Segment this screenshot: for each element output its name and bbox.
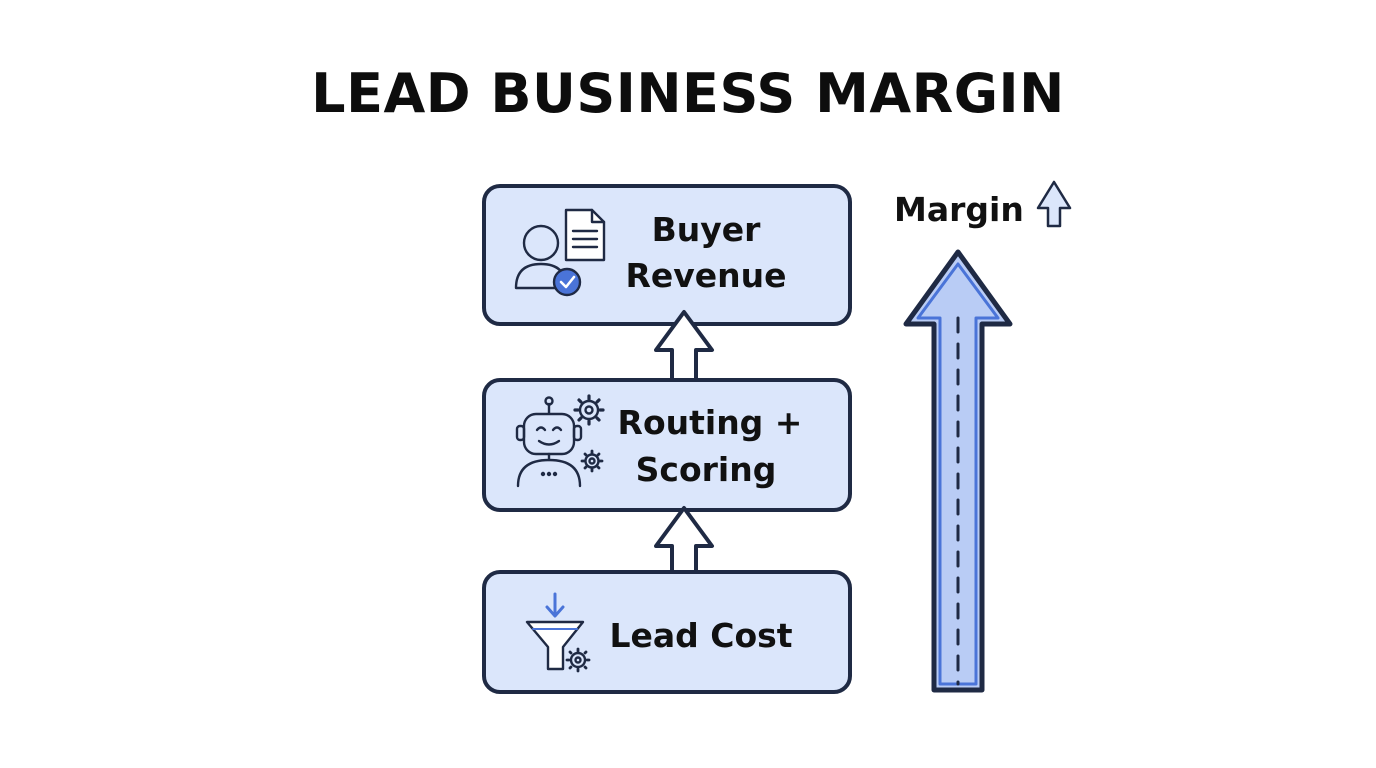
margin-label: Margin	[894, 190, 1024, 229]
buyer-document-icon	[514, 208, 606, 297]
up-arrow-icon	[1036, 180, 1072, 228]
box-buyer-revenue: Buyer Revenue	[482, 184, 852, 326]
margin-growth-arrow	[903, 249, 1013, 693]
box-lead-cost: Lead Cost	[482, 570, 852, 694]
box-routing-scoring-line1: Routing +	[618, 403, 803, 442]
diagram-title: LEAD BUSINESS MARGIN	[311, 62, 1065, 125]
box-buyer-revenue-line1: Buyer	[652, 210, 762, 249]
funnel-gear-icon	[525, 592, 591, 673]
box-routing-scoring-line2: Scoring	[636, 450, 777, 489]
robot-gears-icon	[515, 394, 605, 488]
box-buyer-revenue-line2: Revenue	[625, 256, 786, 295]
box-routing-scoring: Routing + Scoring	[482, 378, 852, 512]
box-lead-cost-label: Lead Cost	[609, 616, 792, 655]
